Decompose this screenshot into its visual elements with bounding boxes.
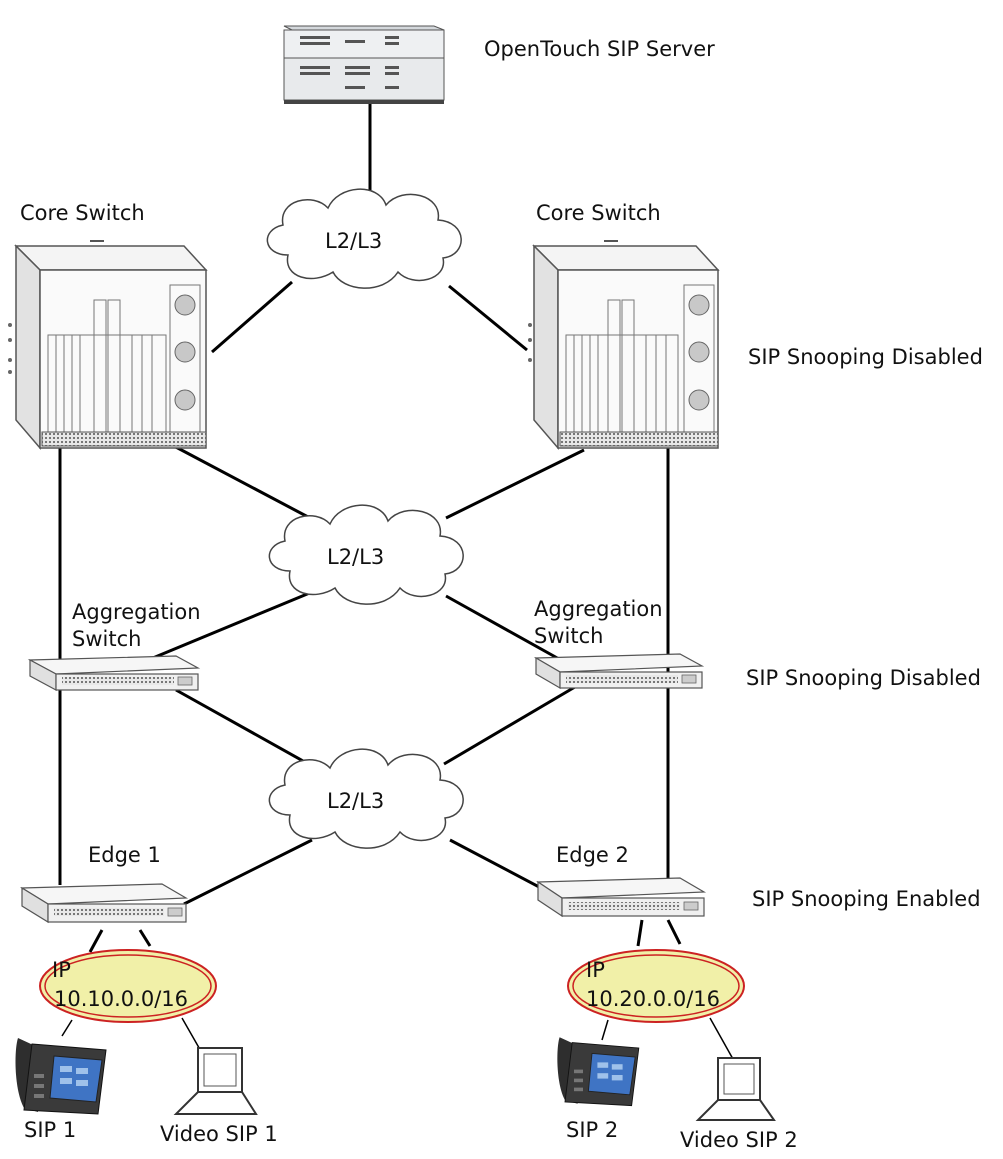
sip-server: OpenTouch SIP Server bbox=[284, 26, 715, 104]
cloud-2: L2/L3 bbox=[269, 505, 463, 604]
laptop-icon bbox=[698, 1058, 774, 1120]
link-core2-cloud2 bbox=[446, 450, 584, 518]
chassis-switch-icon bbox=[528, 241, 718, 448]
link-edge2-laptop bbox=[668, 920, 680, 944]
edge-switch-1: Edge 1 bbox=[22, 843, 186, 922]
subnet-2: IP 10.20.0.0/16 bbox=[568, 950, 744, 1022]
subnet-label-line2: 10.10.0.0/16 bbox=[54, 987, 188, 1011]
switch-icon bbox=[30, 656, 198, 690]
video-sip-2: Video SIP 2 bbox=[680, 1058, 798, 1152]
core-switch-2: Core Switch bbox=[528, 201, 718, 448]
ip-phone-icon bbox=[16, 1038, 106, 1114]
sip-phone-2: SIP 2 bbox=[557, 1037, 638, 1142]
video-sip-1: Video SIP 1 bbox=[160, 1048, 278, 1146]
status-label-core: SIP Snooping Disabled bbox=[748, 345, 983, 369]
subnet-label-line1: IP bbox=[586, 958, 605, 982]
aggregation-switch-label-line1: Aggregation bbox=[534, 597, 663, 621]
switch-icon bbox=[22, 884, 186, 922]
link-edge2-phone bbox=[638, 920, 642, 946]
cloud-label: L2/L3 bbox=[325, 229, 382, 253]
link-edge1-phone bbox=[90, 930, 102, 952]
subnet-label-line1: IP bbox=[52, 958, 71, 982]
link-cloud-core2 bbox=[449, 286, 527, 350]
endpoint-label: Video SIP 2 bbox=[680, 1128, 798, 1152]
sip-phone-1: SIP 1 bbox=[16, 1038, 106, 1142]
link-subnet2-phone bbox=[602, 1020, 608, 1040]
server-icon bbox=[284, 26, 444, 104]
link-cloud-core1 bbox=[212, 282, 292, 352]
status-label-aggregation: SIP Snooping Disabled bbox=[746, 666, 981, 690]
aggregation-switch-1: Aggregation Switch bbox=[30, 600, 201, 690]
endpoint-label: SIP 1 bbox=[24, 1118, 76, 1142]
server-label: OpenTouch SIP Server bbox=[484, 37, 715, 61]
cloud-3: L2/L3 bbox=[269, 749, 463, 848]
link-agg2-cloud3 bbox=[444, 684, 580, 764]
link-edge1-cloud3 bbox=[184, 840, 312, 904]
core-switch-label: Core Switch bbox=[536, 201, 661, 225]
cloud-label: L2/L3 bbox=[327, 545, 384, 569]
ip-phone-icon bbox=[557, 1037, 638, 1105]
status-label-edge: SIP Snooping Enabled bbox=[752, 887, 981, 911]
aggregation-switch-label-line1: Aggregation bbox=[72, 600, 201, 624]
edge-switch-2: Edge 2 bbox=[538, 843, 704, 916]
edge-switch-label: Edge 2 bbox=[556, 843, 629, 867]
aggregation-switch-label-line2: Switch bbox=[72, 627, 141, 651]
endpoint-label: Video SIP 1 bbox=[160, 1122, 278, 1146]
link-subnet1-phone bbox=[62, 1020, 72, 1036]
link-agg1-cloud3 bbox=[176, 690, 312, 766]
link-core1-cloud2 bbox=[172, 445, 310, 518]
chassis-switch-icon bbox=[8, 241, 206, 448]
cloud-label: L2/L3 bbox=[327, 789, 384, 813]
cloud-1: L2/L3 bbox=[267, 189, 461, 288]
core-switch-label: Core Switch bbox=[20, 201, 145, 225]
core-switch-1: Core Switch bbox=[8, 201, 206, 448]
switch-icon bbox=[536, 654, 702, 688]
link-edge1-laptop bbox=[140, 930, 150, 946]
edge-switch-label: Edge 1 bbox=[88, 843, 161, 867]
switch-icon bbox=[538, 878, 704, 916]
subnet-1: IP 10.10.0.0/16 bbox=[40, 950, 216, 1022]
laptop-icon bbox=[176, 1048, 256, 1114]
endpoint-label: SIP 2 bbox=[566, 1118, 618, 1142]
aggregation-switch-label-line2: Switch bbox=[534, 624, 603, 648]
subnet-label-line2: 10.20.0.0/16 bbox=[586, 987, 720, 1011]
aggregation-switch-2: Aggregation Switch bbox=[534, 597, 702, 688]
